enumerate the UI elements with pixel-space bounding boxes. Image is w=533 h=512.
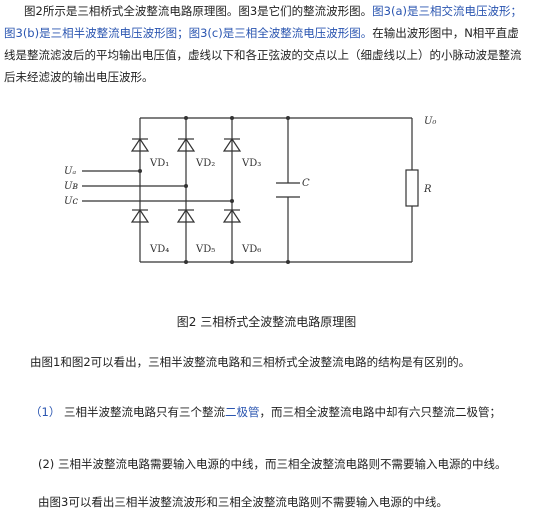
text-line-3: (2) 三相半波整流电路需要输入电源的中线，而三相全波整流电路则不需要输入电源的… (38, 457, 507, 471)
diode-label: VD₂ (195, 158, 215, 169)
diode-icon (176, 137, 196, 152)
intro-paragraph: 图2所示是三相桥式全波整流电路原理图。图3是它们的整流波形图。图3(a)是三相交… (4, 0, 528, 88)
diode-icon (130, 137, 150, 152)
diode-icon (176, 208, 196, 223)
figure-caption: 图2 三相桥式全波整流电路原理图 (176, 315, 357, 329)
text-line-4: 由图3可以看出三相半波整流波形和三相全波整流电路则不需要输入电源的中线。 (38, 495, 448, 509)
figure-link[interactable]: 图3(a)是三相交流电压波形；图3(b)是三相半波整流电压波形图；图3(c)是三… (4, 4, 522, 40)
item-text: 三相半波整流电路只有三个整流 (60, 405, 225, 419)
diode-label: VD₃ (241, 158, 261, 169)
input-label-c: Uᴄ (64, 196, 78, 207)
input-label-a: Uₐ (64, 166, 76, 177)
input-label-b: Uʙ (64, 181, 78, 192)
diode-label: VD₅ (195, 244, 215, 255)
item-text-rest: ，而三相全波整流电路中却有六只整流二极管； (259, 405, 501, 419)
diode-label: VD₆ (241, 244, 261, 255)
diode-label: VD₄ (149, 244, 169, 255)
output-label: U₀ (424, 116, 436, 127)
intro-text: 图2所示是三相桥式全波整流电路原理图。图3是它们的整流波形图。 (24, 4, 373, 18)
item-number: （1） (30, 405, 61, 419)
text-line-2: （1） 三相半波整流电路只有三个整流二极管，而三相全波整流电路中却有六只整流二极… (30, 404, 501, 420)
diode-label: VD₁ (149, 158, 169, 169)
diode-icon (222, 208, 242, 223)
intro-text-rest: 在输出波形图中，N相平直虚线是整流滤波后的平均输出电压值，虚线以下和各正弦波的交… (4, 26, 522, 84)
text-line-1: 由图1和图2可以看出，三相半波整流电路和三相桥式全波整流电路的结构是有区别的。 (30, 355, 471, 369)
diode-icon (130, 208, 150, 223)
diode-icon (222, 137, 242, 152)
resistor-label: R (423, 184, 432, 195)
diode-link[interactable]: 二极管 (224, 405, 260, 419)
capacitor-label: C (302, 178, 310, 189)
